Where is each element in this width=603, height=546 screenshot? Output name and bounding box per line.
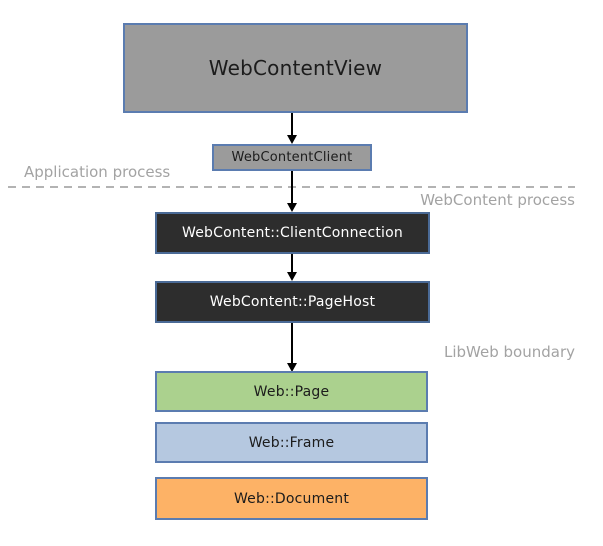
node-webcontentclient: WebContentClient: [212, 144, 372, 171]
node-webdocument: Web::Document: [155, 477, 428, 520]
arrow-view-to-client-icon: [287, 113, 297, 144]
node-webpage: Web::Page: [155, 371, 428, 412]
application-process-label: Application process: [24, 163, 171, 181]
webcontent-process-label: WebContent process: [420, 191, 575, 209]
arrow-client-to-clientconnection-icon: [287, 171, 297, 212]
node-webframe: Web::Frame: [155, 422, 428, 463]
node-pagehost: WebContent::PageHost: [155, 281, 430, 323]
arrow-clientconnection-to-pagehost-icon: [287, 254, 297, 281]
libweb-boundary-label: LibWeb boundary: [444, 343, 575, 361]
node-clientconnection: WebContent::ClientConnection: [155, 212, 430, 254]
arrow-pagehost-to-webpage-icon: [287, 323, 297, 372]
node-webcontentview: WebContentView: [123, 23, 468, 113]
